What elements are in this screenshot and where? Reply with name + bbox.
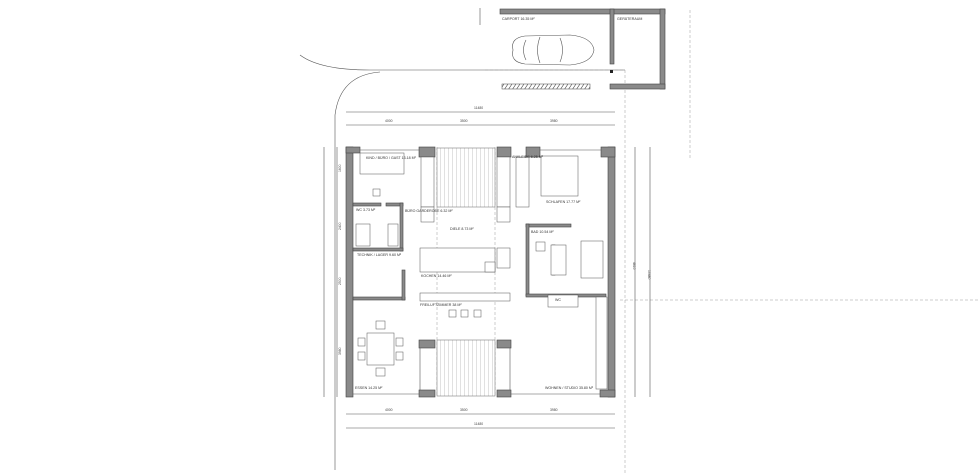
courtyard-deck-north xyxy=(436,147,496,208)
dining-table xyxy=(366,332,395,366)
room-label: SCHLAFEN 17.77 M² xyxy=(546,200,581,204)
dimensions: 11480 4000 3500 3980 4000 3500 3980 1148… xyxy=(323,106,651,429)
dimension-label: 4000 xyxy=(385,408,393,412)
furniture xyxy=(355,152,608,390)
room-label: GERÄTERAUM xyxy=(617,17,642,21)
room-label: KOCHEN 14.46 M² xyxy=(421,274,452,278)
dimension-label: 3980 xyxy=(550,408,558,412)
dimension-label: 2400 xyxy=(338,222,342,230)
dimension-label: 3500 xyxy=(460,408,468,412)
dimension-label: 1600 xyxy=(338,164,342,172)
room-label: WC xyxy=(555,298,561,302)
room-label: ESSEN 14.25 M² xyxy=(355,386,383,390)
room-label: ANKLEIDE 6.25 M² xyxy=(512,155,544,159)
room-label: BÜRO GARDEROBE 6.32 M² xyxy=(405,209,453,213)
room-label: FREILUFTZIMMER 38 M² xyxy=(420,303,462,307)
car-icon xyxy=(512,34,595,66)
dimension-label: 3980 xyxy=(338,347,342,355)
dimension-label: 4610 xyxy=(632,262,636,270)
dimension-label: 2500 xyxy=(338,277,342,285)
carport: CARPORT 16.35 M² GERÄTERAUM xyxy=(499,8,666,90)
site-boundary xyxy=(299,8,980,474)
dimension-label: 10480 xyxy=(647,270,651,280)
dimension-label: 3500 xyxy=(460,119,468,123)
courtyard-deck-south xyxy=(436,339,496,397)
room-labels: KIND / BÜRO / GAST 13.18 M² WC 3.73 M² B… xyxy=(355,155,594,390)
dimension-label: 11480 xyxy=(474,422,483,426)
room-label: KIND / BÜRO / GAST 13.18 M² xyxy=(366,156,417,160)
dimension-label: 3980 xyxy=(550,119,558,123)
room-label: BAD 10.54 M² xyxy=(531,230,554,234)
room-label: DIELE 8.73 M² xyxy=(450,227,474,231)
dimension-label: 11480 xyxy=(474,106,483,110)
dimension-label: 4000 xyxy=(385,119,393,123)
walls xyxy=(345,146,616,398)
room-label: CARPORT 16.35 M² xyxy=(502,17,535,21)
room-label: WC 3.73 M² xyxy=(356,208,376,212)
room-label: TECHNIK / LAGER 9.60 M² xyxy=(357,253,402,257)
room-label: WOHNEN / STUDIO 35.80 M² xyxy=(545,386,594,390)
